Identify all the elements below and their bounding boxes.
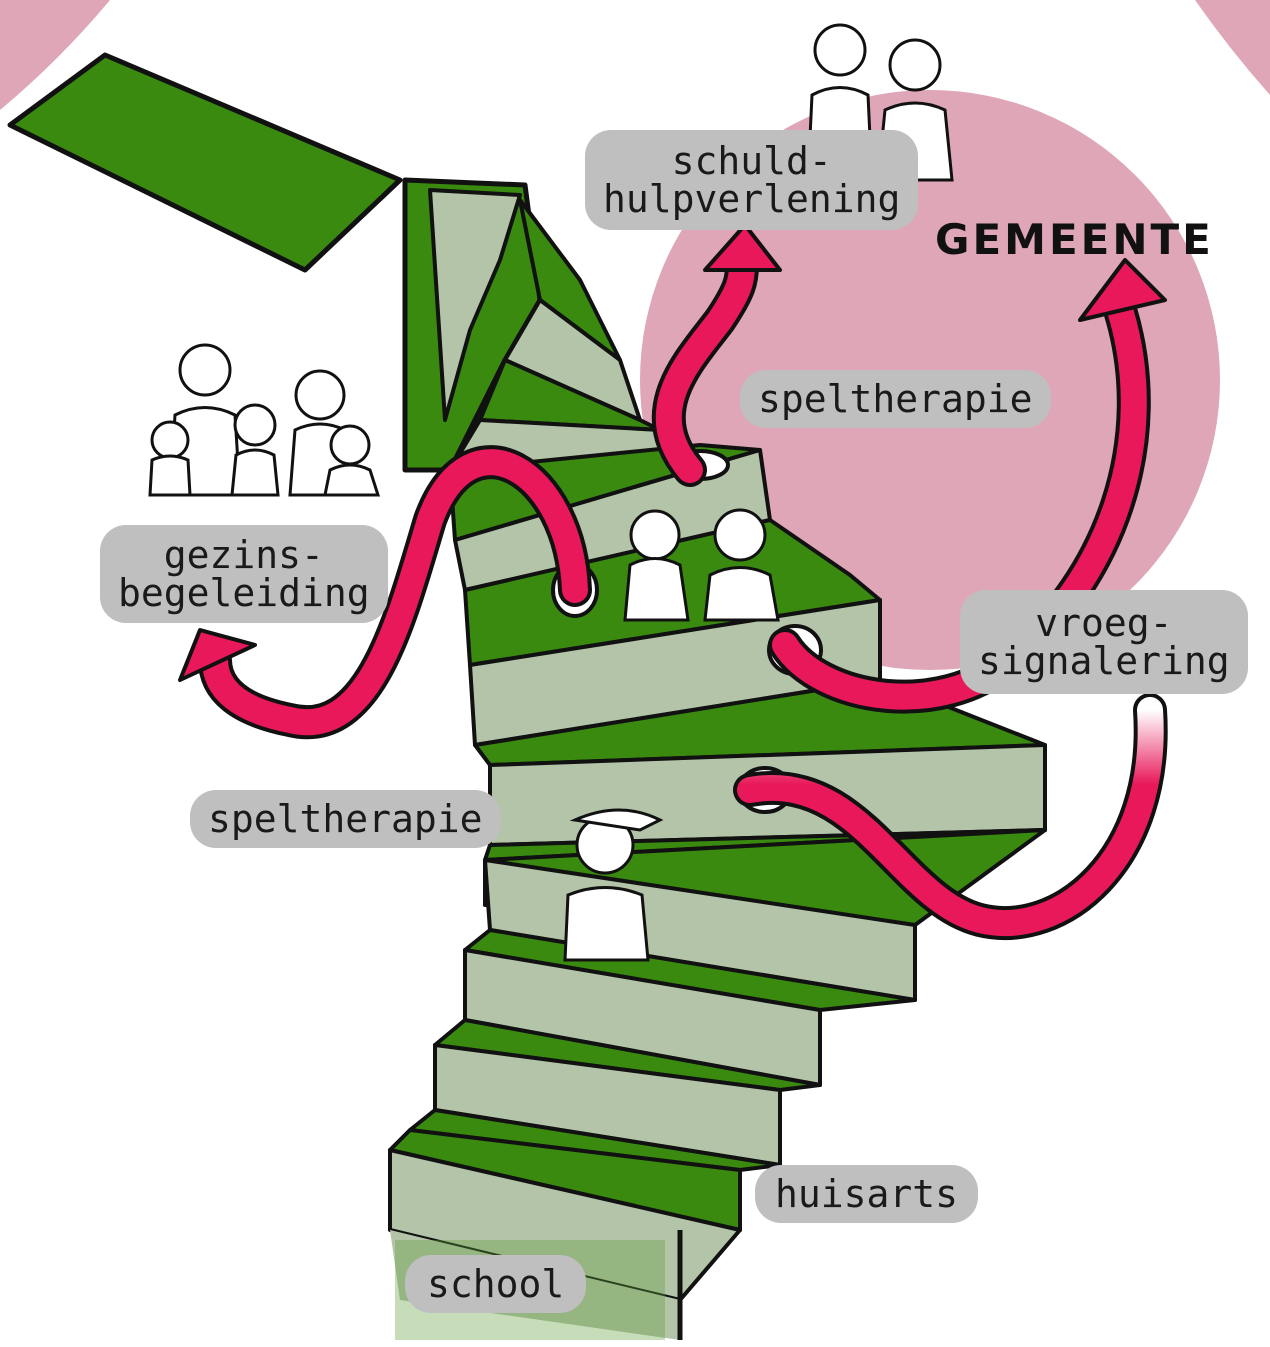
label-schuldhulp-line1: schuld- [672, 142, 832, 180]
label-gezinsbegeleiding: gezins- begeleiding [100, 525, 388, 623]
top-landing [10, 55, 400, 270]
family-of-four-icon [150, 345, 378, 495]
label-vroeg-line1: vroeg- [1035, 604, 1172, 642]
corner-arc-right [1195, 0, 1270, 95]
label-vroegsignalering: vroeg- signalering [960, 590, 1248, 694]
label-speltherapie-top: speltherapie [740, 370, 1051, 428]
gemeente-title: GEMEENTE [935, 215, 1214, 264]
label-school: school [405, 1255, 586, 1313]
label-huisarts: huisarts [755, 1165, 978, 1223]
label-speltherapie-left: speltherapie [190, 790, 501, 848]
label-schuldhulpverlening: schuld- hulpverlening [585, 130, 918, 230]
label-schuldhulp-line2: hulpverlening [603, 180, 900, 218]
label-gezins-line2: begeleiding [118, 574, 370, 612]
label-vroeg-line2: signalering [978, 642, 1230, 680]
label-gezins-line1: gezins- [164, 536, 324, 574]
